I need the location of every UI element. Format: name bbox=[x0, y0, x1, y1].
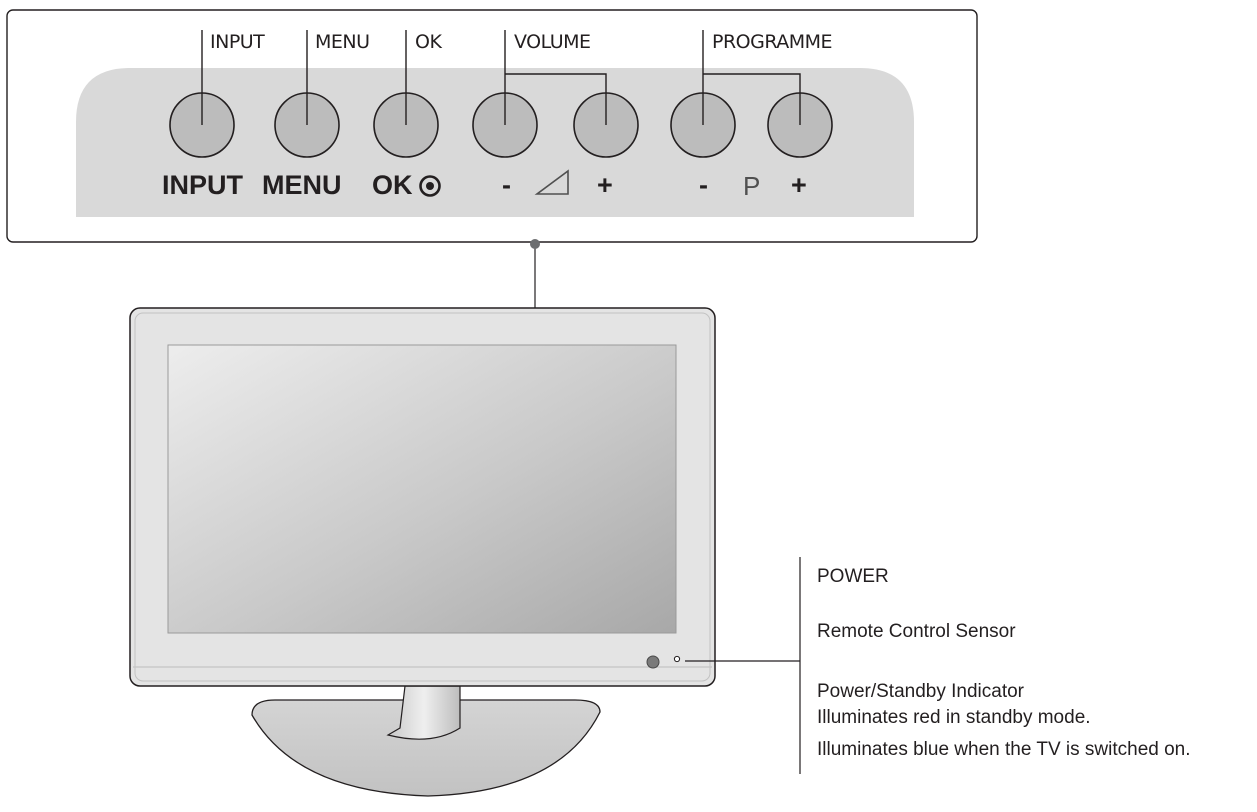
tv-screen bbox=[167, 344, 677, 634]
callout-input: INPUT bbox=[210, 31, 265, 53]
tv-stand-neck bbox=[386, 685, 461, 740]
indicator-line-red: Illuminates red in standby mode. bbox=[817, 707, 1091, 728]
callout-ok: OK bbox=[415, 31, 442, 53]
panel-label-programme-p: P bbox=[743, 171, 761, 201]
power-button[interactable] bbox=[646, 655, 660, 669]
panel-label-ok: OK bbox=[372, 170, 413, 200]
volume-wedge-icon bbox=[534, 169, 569, 195]
remote-sensor-label: Remote Control Sensor bbox=[817, 621, 1016, 642]
panel-label-volume-minus: - bbox=[502, 170, 511, 200]
panel-label-menu: MENU bbox=[262, 170, 342, 200]
tv-annotation-leaders bbox=[685, 557, 801, 774]
callout-programme: PROGRAMME bbox=[712, 31, 833, 53]
panel-label-input: INPUT bbox=[162, 170, 243, 200]
remote-sensor-indicator bbox=[673, 655, 681, 663]
panel-connector-dot bbox=[530, 239, 540, 249]
callout-volume: VOLUME bbox=[514, 31, 591, 53]
callout-leaders bbox=[201, 30, 801, 125]
indicator-title: Power/Standby Indicator bbox=[817, 681, 1025, 702]
tv-bezel-inner bbox=[134, 312, 711, 682]
panel-label-programme-plus: + bbox=[791, 170, 807, 200]
callout-menu: MENU bbox=[315, 31, 370, 53]
ok-target-icon bbox=[419, 175, 441, 197]
panel-label-volume-plus: + bbox=[597, 170, 613, 200]
power-label: POWER bbox=[817, 566, 889, 587]
indicator-line-blue: Illuminates blue when the TV is switched… bbox=[817, 739, 1191, 760]
tv-stand-base bbox=[251, 699, 601, 797]
panel-label-programme-minus: - bbox=[699, 170, 708, 200]
